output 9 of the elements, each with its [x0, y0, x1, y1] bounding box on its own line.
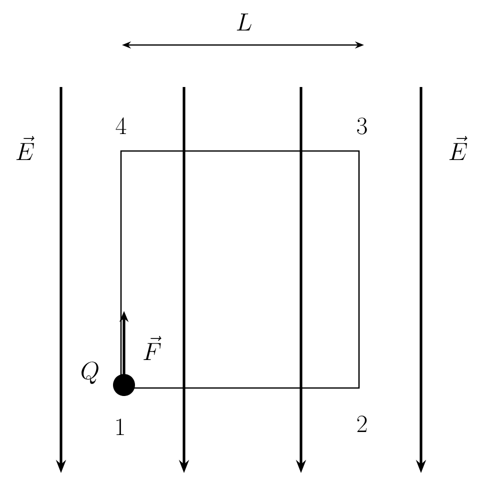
- corner-label: $4$: [116, 117, 126, 134]
- force-label: $\vec{F}$: [144, 336, 162, 360]
- dimension-label: $L$: [236, 14, 252, 30]
- corner-label: $2$: [357, 416, 367, 432]
- corner-label: $1$: [116, 418, 124, 436]
- field-label: $\vec{E}$: [449, 136, 468, 160]
- charge-label: $Q$: [82, 362, 98, 384]
- corner-label: $3$: [357, 118, 367, 134]
- field-label: $\vec{E}$: [16, 136, 34, 160]
